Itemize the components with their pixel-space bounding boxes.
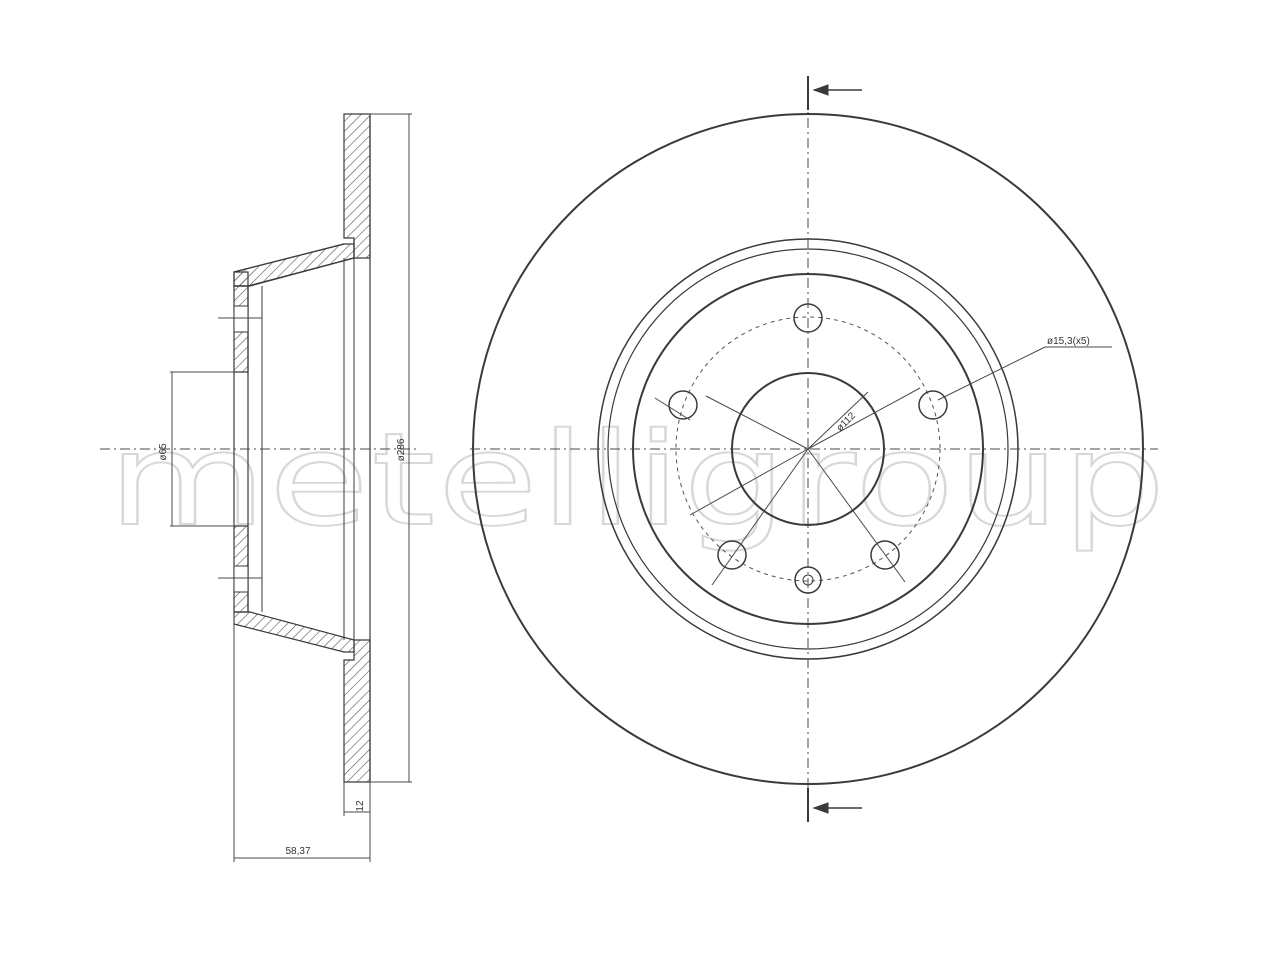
upper-friction-ring-section bbox=[343, 113, 371, 259]
lower-friction-ring-section bbox=[343, 639, 371, 783]
front-view: ø112 ø15,3(x5) bbox=[470, 76, 1158, 822]
total-height-dimension-label: 58,37 bbox=[285, 846, 310, 857]
hat-outer-edge bbox=[607, 248, 1009, 650]
lower-hat-wall bbox=[233, 611, 355, 653]
bolt-hole-3 bbox=[870, 540, 900, 570]
bolt-hole-lower-section bbox=[233, 565, 249, 593]
bolt-hole-4 bbox=[717, 540, 747, 570]
center-bore-dimension-label: ø65 bbox=[158, 443, 169, 461]
upper-hat-wall bbox=[233, 243, 355, 287]
outer-diameter-dimension-label: ø286 bbox=[396, 438, 407, 461]
bolt-hole-5 bbox=[668, 390, 698, 420]
watermark-text: metelligroup bbox=[108, 406, 1168, 555]
bolt-hole-2 bbox=[918, 390, 948, 420]
thickness-dimension-label: 12 bbox=[355, 800, 366, 812]
side-section-view: ø65 ø286 12 58,37 bbox=[100, 113, 420, 862]
bolt-hole-dimension-label: ø15,3(x5) bbox=[1047, 336, 1090, 347]
bolt-hole-upper-section bbox=[233, 305, 249, 333]
